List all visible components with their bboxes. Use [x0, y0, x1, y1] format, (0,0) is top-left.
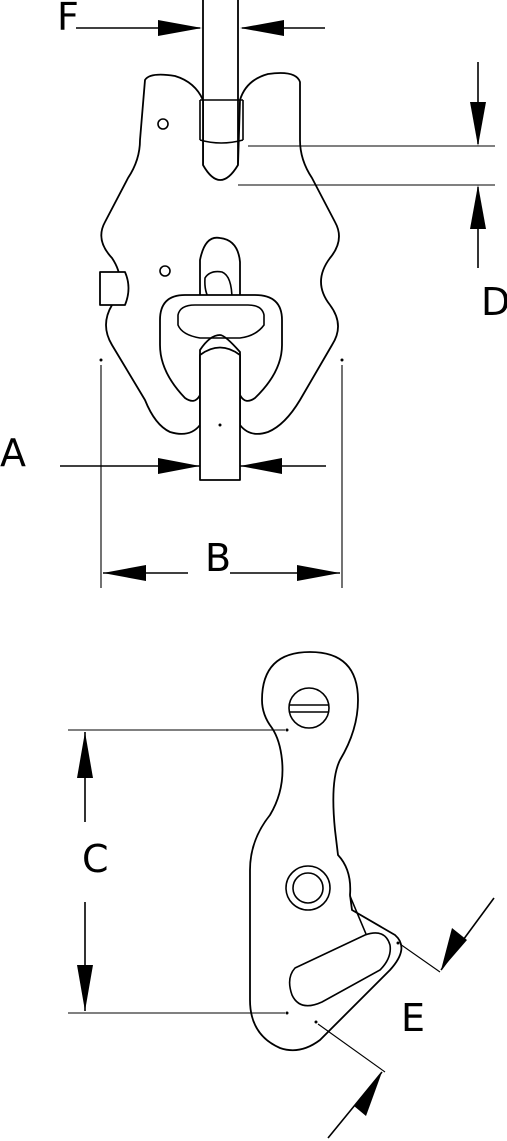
coupling-front-view: [99, 0, 340, 481]
latch-slot: [288, 932, 392, 1007]
side-body: [249, 651, 403, 1052]
pivot-screw: [288, 687, 330, 729]
dimension-b: B: [100, 365, 343, 588]
chain-link-inner: [204, 270, 233, 301]
latch-tongue: [349, 895, 367, 935]
coupling-side-view: [249, 651, 403, 1052]
label-b: B: [205, 536, 231, 580]
chain-link-bottom: [199, 346, 241, 481]
reference-dots: [99, 358, 400, 1024]
label-e: E: [401, 996, 425, 1040]
link-sleeve: [199, 99, 244, 144]
dimension-c: C: [68, 729, 285, 1014]
dimension-d: D: [238, 62, 507, 324]
ring-inner: [177, 304, 265, 339]
dimension-f: F: [57, 0, 325, 39]
pivot-screw-slot: [289, 704, 329, 713]
label-f: F: [57, 0, 79, 39]
pin-hole-lower: [159, 265, 171, 277]
pivot-pin-outer: [285, 865, 331, 911]
label-d: D: [481, 280, 507, 324]
label-c: C: [82, 837, 109, 881]
pin-hole-upper: [157, 118, 169, 130]
dimension-a: A: [0, 431, 326, 475]
chain-link-top: [202, 0, 239, 185]
pivot-pin-inner: [292, 872, 324, 904]
dimension-e: E: [317, 897, 495, 1139]
label-a: A: [0, 431, 26, 475]
latch-stub: [99, 271, 130, 306]
